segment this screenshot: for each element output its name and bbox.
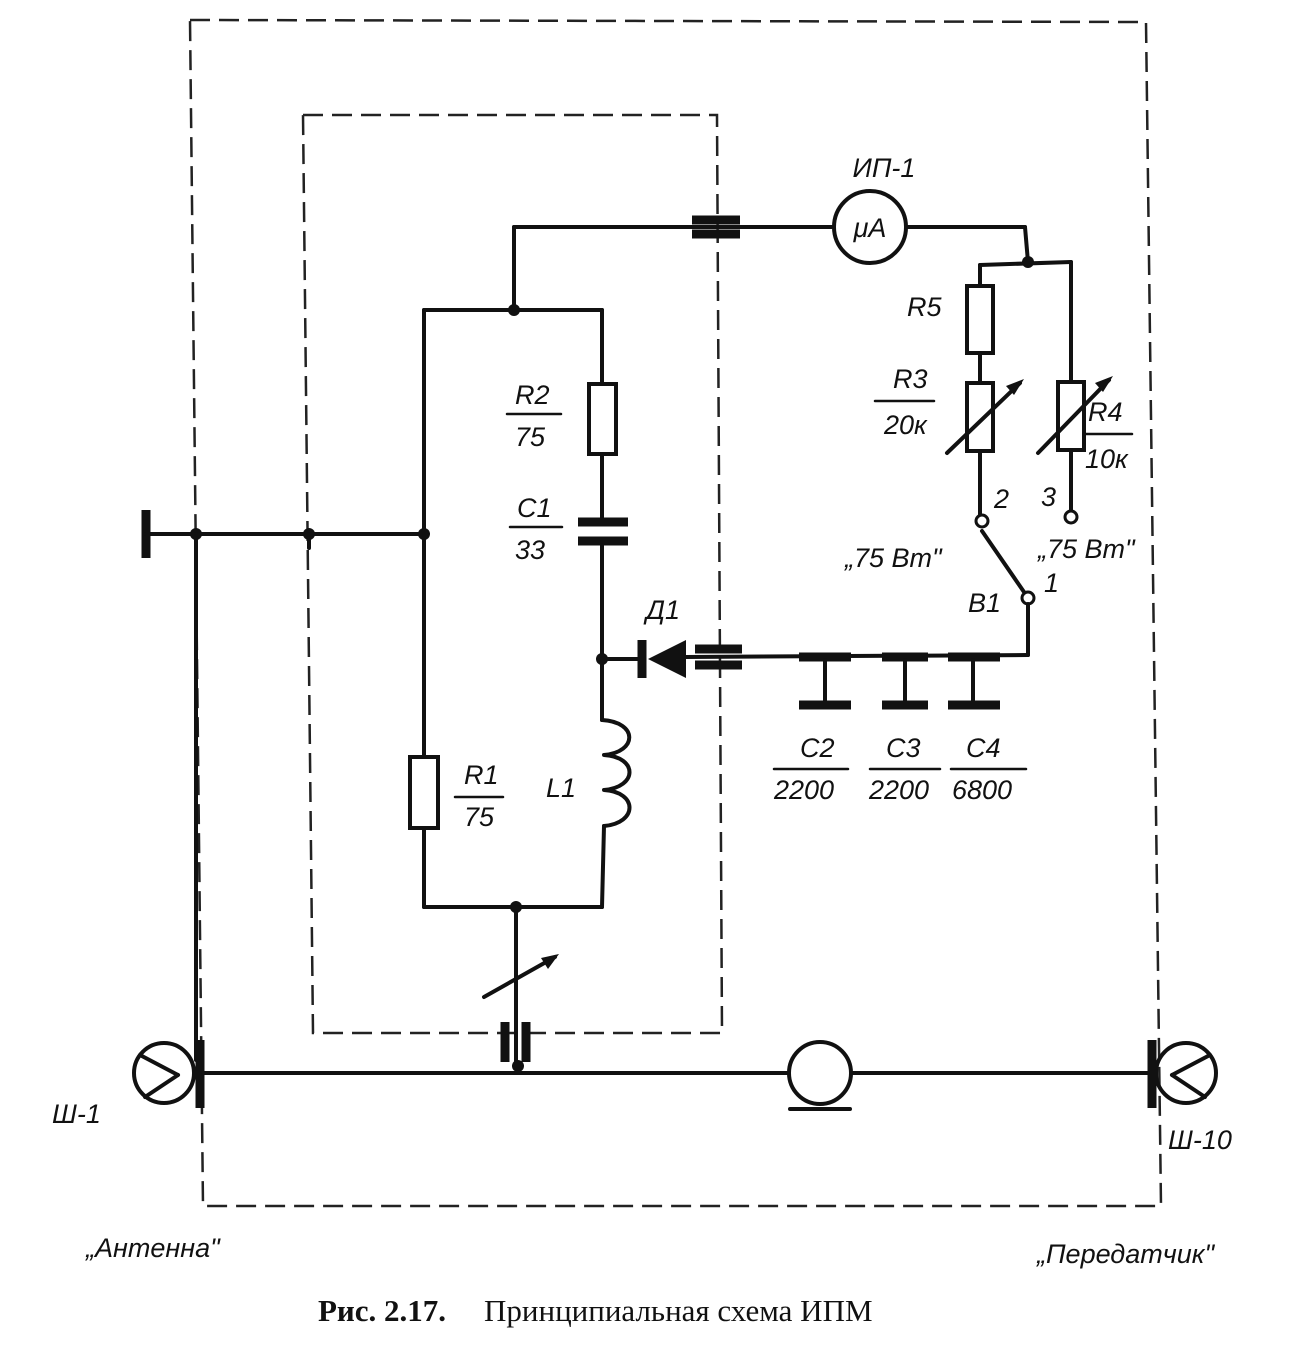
- capacitor-c3: C3 2200: [868, 652, 942, 805]
- resistor-r2: R2 75: [505, 308, 618, 520]
- diode-d1: Д1: [600, 595, 1030, 678]
- switch-pos3: 3: [1041, 482, 1056, 512]
- connector-right-name: Ш-10: [1168, 1125, 1232, 1155]
- c1-name: C1: [517, 493, 552, 523]
- r4-name: R4: [1088, 397, 1123, 427]
- connector-right-label: „Передатчик": [1036, 1239, 1215, 1269]
- d1-name: Д1: [643, 595, 680, 625]
- meter-branch-wire: [512, 225, 1073, 384]
- c3-value: 2200: [868, 775, 929, 805]
- r1-name: R1: [464, 760, 499, 790]
- meter-ip1: μA ИП-1: [832, 153, 916, 265]
- inner-shield: [301, 113, 724, 1035]
- r1-value: 75: [464, 802, 495, 832]
- trimmer-capacitor: [482, 905, 559, 1072]
- c2-value: 2200: [773, 775, 834, 805]
- outer-enclosure: [188, 18, 1163, 1208]
- antenna-terminal: [141, 510, 430, 558]
- switch-pos1: 1: [1044, 568, 1059, 598]
- c4-value: 6800: [952, 775, 1012, 805]
- capacitor-c2: C2 2200: [772, 652, 851, 805]
- switch-pos2: 2: [993, 484, 1009, 514]
- capacitor-c1: C1 33: [508, 493, 628, 722]
- feedthrough-capacitor-top: [692, 215, 740, 239]
- caption-prefix: Рис. 2.17.: [318, 1293, 446, 1328]
- switch-pos3-label: „75 Вт": [1037, 534, 1136, 564]
- r2-value: 75: [515, 422, 546, 452]
- meter-name: ИП-1: [853, 153, 916, 183]
- resistor-r3: R3 20к: [873, 364, 1024, 519]
- ferrite-ring: [787, 1040, 853, 1111]
- c4-name: C4: [966, 733, 1001, 763]
- r3-name: R3: [893, 364, 928, 394]
- resistor-r1: R1 75: [408, 755, 505, 832]
- r2-name: R2: [515, 380, 550, 410]
- r5-name: R5: [907, 292, 942, 322]
- resistor-r5: R5: [907, 284, 995, 385]
- connector-left-name: Ш-1: [52, 1099, 101, 1129]
- left-rail: [422, 304, 604, 913]
- resistor-r4: R4 10к: [1036, 376, 1134, 514]
- c1-value: 33: [515, 535, 545, 565]
- caption-text: Принципиальная схема ИПМ: [484, 1293, 873, 1328]
- switch-pos2-label: „75 Вт": [844, 543, 943, 573]
- meter-symbol: μA: [853, 213, 887, 243]
- connector-left-label: „Антенна": [85, 1233, 221, 1263]
- r4-value: 10к: [1085, 444, 1129, 474]
- capacitor-c4: C4 6800: [948, 652, 1028, 805]
- switch-name: В1: [968, 588, 1001, 618]
- l1-name: L1: [546, 773, 576, 803]
- feedthrough-capacitor-bottom: [695, 644, 742, 670]
- connector-sh10: Ш-10 „Передатчик": [1036, 1040, 1232, 1269]
- c3-name: C3: [886, 733, 921, 763]
- connector-sh1: Ш-1 „Антенна": [52, 1040, 221, 1263]
- c2-name: C2: [800, 733, 835, 763]
- inductor-l1: L1: [546, 718, 632, 909]
- switch-b1: 2 3 1 В1 „75 Вт" „75 Вт": [844, 482, 1136, 657]
- figure-caption: Рис. 2.17. Принципиальная схема ИПМ: [318, 1293, 873, 1328]
- r3-value: 20к: [883, 410, 928, 440]
